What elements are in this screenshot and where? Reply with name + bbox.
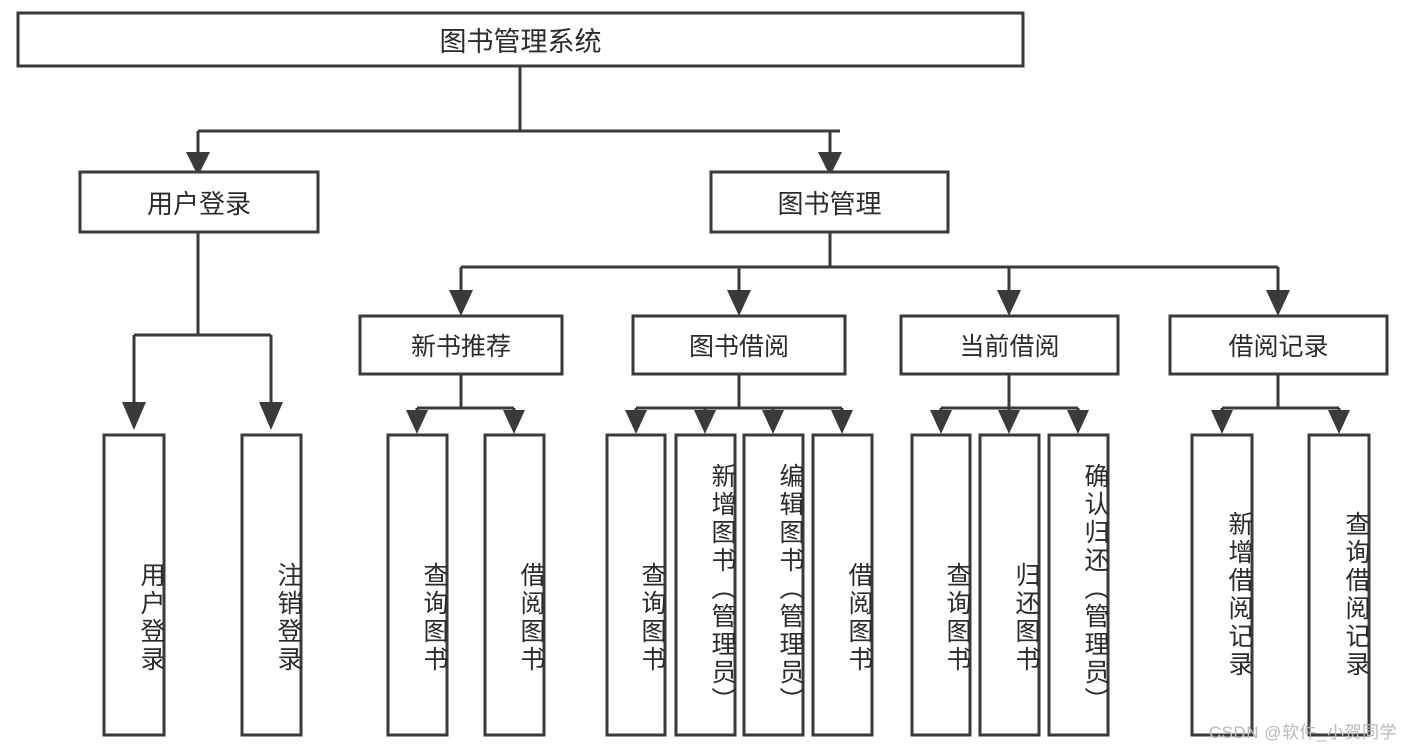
node-box-book-management[interactable] <box>709 170 950 234</box>
node-box-leaf-query-book-3[interactable] <box>910 433 972 737</box>
node-box-borrow-record[interactable] <box>1168 314 1389 376</box>
node-label-leaf-user-logout: 注销登录 <box>274 561 302 674</box>
node-label-leaf-user-login: 用户登录 <box>137 561 165 674</box>
connector-currentborrow-to-leaves <box>930 374 1089 434</box>
node-box-leaf-borrow-book-2[interactable] <box>811 433 874 737</box>
node-box-leaf-user-login[interactable] <box>102 433 166 737</box>
node-box-leaf-confirm-return[interactable] <box>1047 433 1110 737</box>
node-label-current-borrow: 当前借阅 <box>959 333 1060 361</box>
node-label-leaf-borrow-book-2: 借阅图书 <box>845 561 873 674</box>
connector-bookmanagement-to-level3 <box>449 232 1290 316</box>
node-box-leaf-edit-book[interactable] <box>742 433 805 737</box>
node-label-leaf-query-book-3: 查询图书 <box>943 561 971 674</box>
connector-root-to-level2 <box>186 66 842 176</box>
node-box-leaf-user-logout[interactable] <box>240 433 303 737</box>
node-box-leaf-borrow-book-1[interactable] <box>483 433 546 737</box>
node-label-leaf-borrow-book-1: 借阅图书 <box>517 561 545 674</box>
node-box-root[interactable] <box>16 11 1025 68</box>
node-box-book-borrow[interactable] <box>631 314 847 376</box>
node-box-leaf-add-book[interactable] <box>674 433 737 737</box>
node-label-leaf-edit-book: 编辑图书（管理员） <box>776 463 804 715</box>
connector-userlogin-to-leaves <box>122 232 283 430</box>
node-label-book-borrow: 图书借阅 <box>688 333 789 361</box>
connector-bookborrow-to-leaves <box>625 374 853 434</box>
node-label-leaf-query-book-1: 查询图书 <box>420 561 448 674</box>
connector-newbook-to-leaves <box>406 374 525 434</box>
node-label-book-management: 图书管理 <box>777 188 882 219</box>
node-label-leaf-confirm-return: 确认归还（管理员） <box>1081 463 1109 715</box>
node-box-user-login[interactable] <box>78 170 320 234</box>
node-label-root: 图书管理系统 <box>439 27 602 57</box>
node-label-new-book-recommend: 新书推荐 <box>410 333 511 361</box>
node-box-leaf-return-book[interactable] <box>978 433 1041 737</box>
node-label-leaf-add-record: 新增借阅记录 <box>1225 511 1253 679</box>
node-box-new-book-recommend[interactable] <box>358 314 564 376</box>
node-box-leaf-query-book-1[interactable] <box>386 433 449 737</box>
node-label-leaf-query-record: 查询借阅记录 <box>1342 511 1370 679</box>
node-box-current-borrow[interactable] <box>899 314 1120 376</box>
node-box-leaf-add-record[interactable] <box>1190 433 1254 737</box>
node-label-leaf-query-book-2: 查询图书 <box>638 561 666 674</box>
node-box-leaf-query-book-2[interactable] <box>605 433 667 737</box>
node-label-leaf-return-book: 归还图书 <box>1012 561 1040 674</box>
connector-borrowrecord-to-leaves <box>1211 374 1350 434</box>
node-label-user-login: 用户登录 <box>146 188 251 219</box>
node-box-leaf-query-record[interactable] <box>1307 433 1371 737</box>
node-label-leaf-add-book: 新增图书（管理员） <box>708 463 736 715</box>
node-label-borrow-record: 借阅记录 <box>1228 333 1329 361</box>
